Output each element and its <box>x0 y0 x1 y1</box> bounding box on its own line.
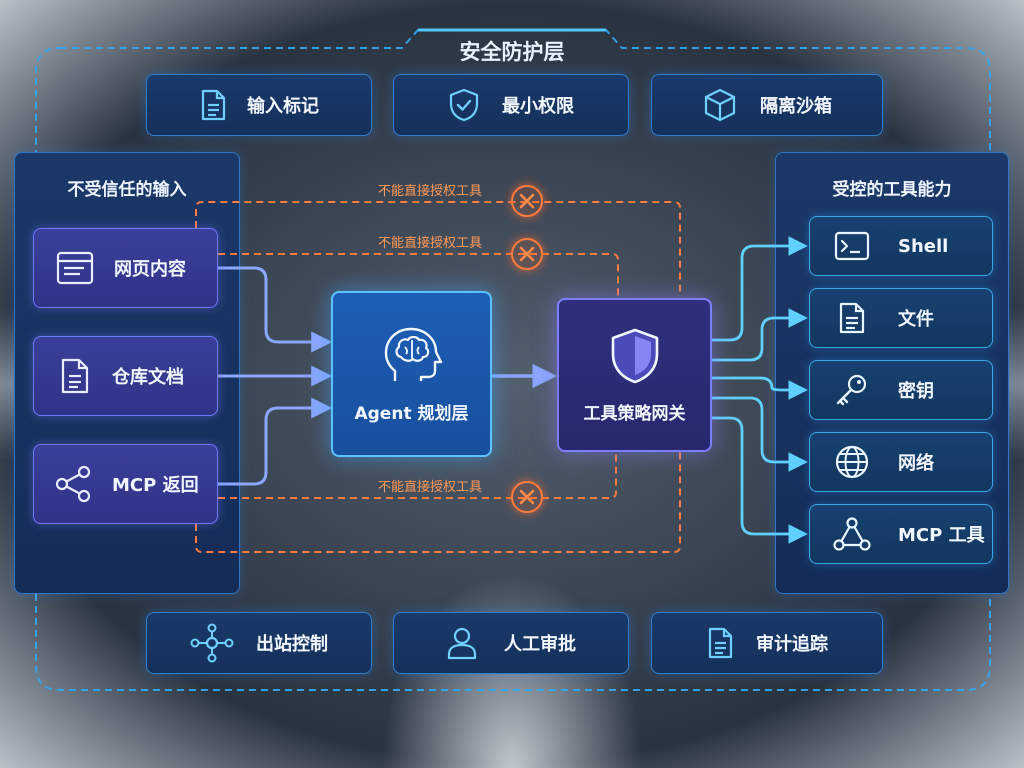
control-sandbox[interactable]: 隔离沙箱 <box>651 74 883 136</box>
blocked-path-bottom <box>195 452 681 553</box>
document-icon <box>838 302 866 334</box>
control-least-privilege[interactable]: 最小权限 <box>393 74 629 136</box>
shield-check-icon <box>448 88 480 122</box>
panel-title: 受控的工具能力 <box>832 180 952 200</box>
user-icon <box>446 626 478 660</box>
control-input-tagging[interactable]: 输入标记 <box>146 74 372 136</box>
control-audit-trail[interactable]: 审计追踪 <box>651 612 883 674</box>
control-label: 输入标记 <box>247 96 319 117</box>
network-hub-icon <box>190 623 234 663</box>
security-layer-title: 安全防护层 <box>459 40 565 64</box>
tool-label: 密钥 <box>898 381 934 402</box>
tool-secrets[interactable]: 密钥 <box>809 360 993 420</box>
control-egress[interactable]: 出站控制 <box>146 612 372 674</box>
blocked-label: 不能直接授权工具 <box>378 236 483 251</box>
blocked-path-outer <box>195 201 681 296</box>
tool-label: Shell <box>898 235 949 257</box>
shield-icon <box>609 327 661 385</box>
share-nodes-icon <box>54 465 92 503</box>
terminal-icon <box>834 231 870 261</box>
input-label: 网页内容 <box>114 259 186 280</box>
tool-label: 网络 <box>898 453 934 474</box>
blocked-label: 不能直接授权工具 <box>378 184 483 199</box>
input-mcp-return[interactable]: MCP 返回 <box>33 444 218 524</box>
input-flow-arrows <box>218 266 333 486</box>
close-x-icon <box>511 185 543 217</box>
tool-shell[interactable]: Shell <box>809 216 993 276</box>
input-web-content[interactable]: 网页内容 <box>33 228 218 308</box>
tool-label: 文件 <box>898 309 934 330</box>
close-x-icon <box>511 481 543 513</box>
tool-mcp[interactable]: MCP 工具 <box>809 504 993 564</box>
tool-network[interactable]: 网络 <box>809 432 993 492</box>
input-label: 仓库文档 <box>112 367 184 388</box>
control-label: 审计追踪 <box>756 634 828 655</box>
panel-title: 不受信任的输入 <box>67 180 187 200</box>
gateway-label: 工具策略网关 <box>583 403 686 424</box>
document-icon <box>199 89 227 121</box>
input-repo-docs[interactable]: 仓库文档 <box>33 336 218 416</box>
control-label: 出站控制 <box>256 634 328 655</box>
tool-label: MCP 工具 <box>898 525 985 546</box>
close-x-icon <box>511 238 543 270</box>
cube-icon <box>702 87 738 123</box>
key-icon <box>834 372 870 408</box>
blocked-label: 不能直接授权工具 <box>378 480 483 495</box>
input-label: MCP 返回 <box>112 475 199 496</box>
agent-label: Agent 规划层 <box>354 403 469 424</box>
tool-flow-arrows <box>712 236 808 544</box>
globe-icon <box>834 444 870 480</box>
document-icon <box>706 627 734 659</box>
control-label: 最小权限 <box>502 96 574 117</box>
document-icon <box>60 358 90 394</box>
control-label: 隔离沙箱 <box>760 96 832 117</box>
control-label: 人工审批 <box>504 634 576 655</box>
tool-files[interactable]: 文件 <box>809 288 993 348</box>
tool-policy-gateway[interactable]: 工具策略网关 <box>557 298 712 452</box>
triangle-nodes-icon <box>832 516 872 552</box>
blocked-path-inner <box>218 253 619 296</box>
agent-planning-layer[interactable]: Agent 规划层 <box>331 291 492 457</box>
brain-head-icon <box>381 325 443 387</box>
control-human-approval[interactable]: 人工审批 <box>393 612 629 674</box>
browser-window-icon <box>56 251 94 285</box>
